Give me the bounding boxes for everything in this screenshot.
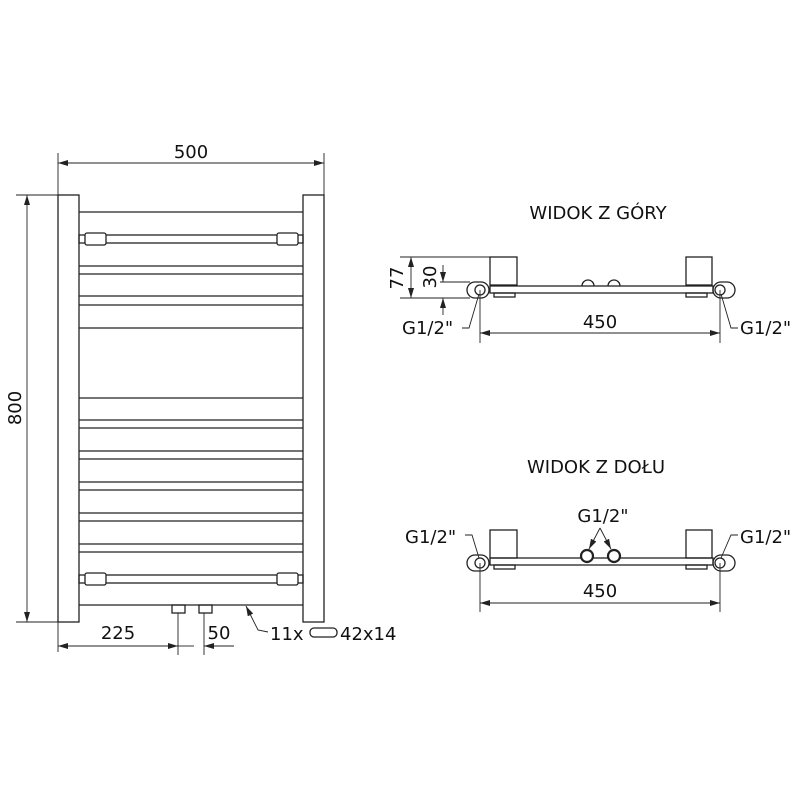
right-collector: [302, 194, 325, 623]
bottom-bar: [489, 557, 714, 566]
right-cap: [712, 554, 736, 572]
offset-dim-label: 225: [101, 623, 135, 644]
center-thread-label: G1/2": [577, 506, 628, 527]
inlet-icon: [579, 548, 595, 564]
bars-count-label: 11x: [270, 624, 304, 645]
bracket-left: [489, 256, 518, 286]
bar-profile-icon: [309, 627, 338, 638]
bracket-right: [685, 529, 713, 559]
valve-stubs: [581, 279, 621, 287]
front-view: 500 800 225 50 11x 42x14: [5, 142, 396, 655]
top-bar: [489, 285, 714, 294]
ladder-bars: [79, 211, 303, 606]
right-cap: [712, 281, 736, 299]
top-view-title: WIDOK Z GÓRY: [529, 202, 667, 224]
width-dim-label: 500: [174, 142, 208, 163]
width-dimension: 500: [57, 142, 325, 195]
bottom-view-title: WIDOK Z DOŁU: [527, 457, 665, 478]
bracket-left: [489, 529, 518, 559]
outlet-icon: [606, 548, 622, 564]
bracket-right: [685, 256, 713, 286]
height-dim-label: 800: [5, 391, 26, 425]
depth-dim-label: 77: [387, 267, 408, 290]
connection-dim-label: 30: [420, 266, 441, 289]
top-view: WIDOK Z GÓRY 77 30 450 G1/2" G1/2": [387, 202, 791, 343]
towel-rail-top: [78, 232, 304, 246]
bar-callout: 11x 42x14: [245, 605, 396, 645]
left-collector: [57, 194, 80, 623]
bottom-right-thread-label: G1/2": [740, 527, 791, 548]
offset-dimension: 225 50: [57, 622, 234, 652]
bottom-axis-dim-label: 450: [583, 581, 617, 602]
bottom-valves: [171, 604, 213, 655]
top-left-thread-label: G1/2": [402, 318, 453, 339]
bottom-view: WIDOK Z DOŁU 450 G1/2" G1/2" G1/2": [405, 457, 791, 612]
bar-profile-label: 42x14: [340, 624, 396, 645]
height-dimension: 800: [5, 194, 58, 623]
spacing-dim-label: 50: [208, 623, 231, 644]
left-cap: [466, 554, 490, 572]
bottom-left-thread-label: G1/2": [405, 527, 456, 548]
left-cap: [466, 281, 490, 299]
top-right-thread-label: G1/2": [740, 318, 791, 339]
top-axis-dim-label: 450: [583, 312, 617, 333]
towel-rail-bottom: [78, 572, 304, 586]
